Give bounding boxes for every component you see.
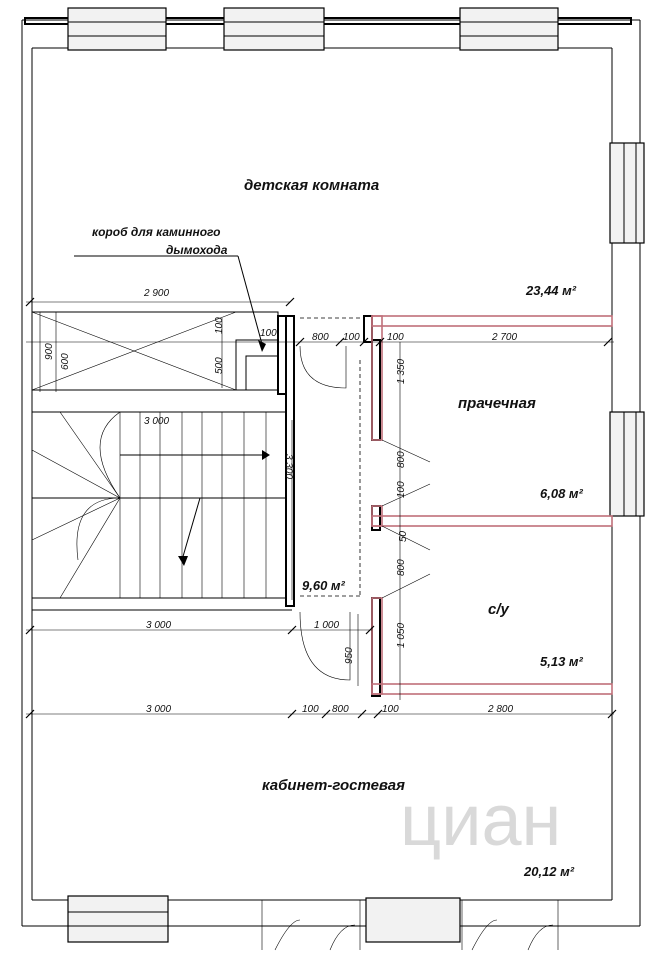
dim-label: 100 [387,332,404,343]
room-area-laundry: 6,08 м² [540,486,584,501]
dim-label: 1 350 [396,359,407,384]
dim-label: 100 [260,328,277,339]
room-area-hall: 9,60 м² [302,578,346,593]
dim-label: 3 000 [146,704,171,715]
dim-label: 3 000 [144,416,169,427]
dim-label: 100 [343,332,360,343]
dim-label: 800 [396,559,407,576]
room-name-office: кабинет-гостевая [262,777,405,794]
room-name-kids: детская комната [244,177,379,194]
windows-top [67,7,559,51]
dim-label: 3 300 [283,454,294,479]
dim-label: 100 [396,481,407,498]
room-area-office: 20,12 м² [523,864,575,879]
dimension-lines [26,301,614,715]
dim-label: 1 000 [314,620,339,631]
room-name-laundry: прачечная [458,395,536,412]
dim-label: 100 [382,704,399,715]
dim-label: 100 [302,704,319,715]
dim-label: 800 [332,704,349,715]
dim-label: 800 [396,451,407,468]
room-name-bath: с/у [488,601,510,618]
dim-label: 2 800 [487,704,513,715]
chimney-note-line1: короб для каминного [92,225,221,239]
corridor-walls [285,315,381,697]
dim-label: 3 000 [146,620,171,631]
windows-bottom [67,895,559,951]
dim-label: 100 [214,317,225,334]
watermark: циан [400,781,561,861]
room-area-bath: 5,13 м² [540,654,584,669]
dim-label: 500 [214,357,225,374]
chimney-note-line2: дымохода [166,243,228,257]
windows-right [609,142,645,517]
dim-label: 900 [44,343,55,360]
dim-label: 2 900 [143,288,169,299]
dim-label: 600 [60,353,71,370]
chimney-box [31,255,295,395]
dimension-ticks [25,297,617,719]
staircase [31,411,292,611]
dim-label: 50 [398,530,409,542]
dim-label: 1 050 [396,623,407,648]
room-area-kids: 23,44 м² [525,283,577,298]
dim-label: 950 [344,647,355,664]
dim-label: 800 [312,332,329,343]
dim-label: 2 700 [491,332,517,343]
laundry-bath-walls [371,315,613,695]
